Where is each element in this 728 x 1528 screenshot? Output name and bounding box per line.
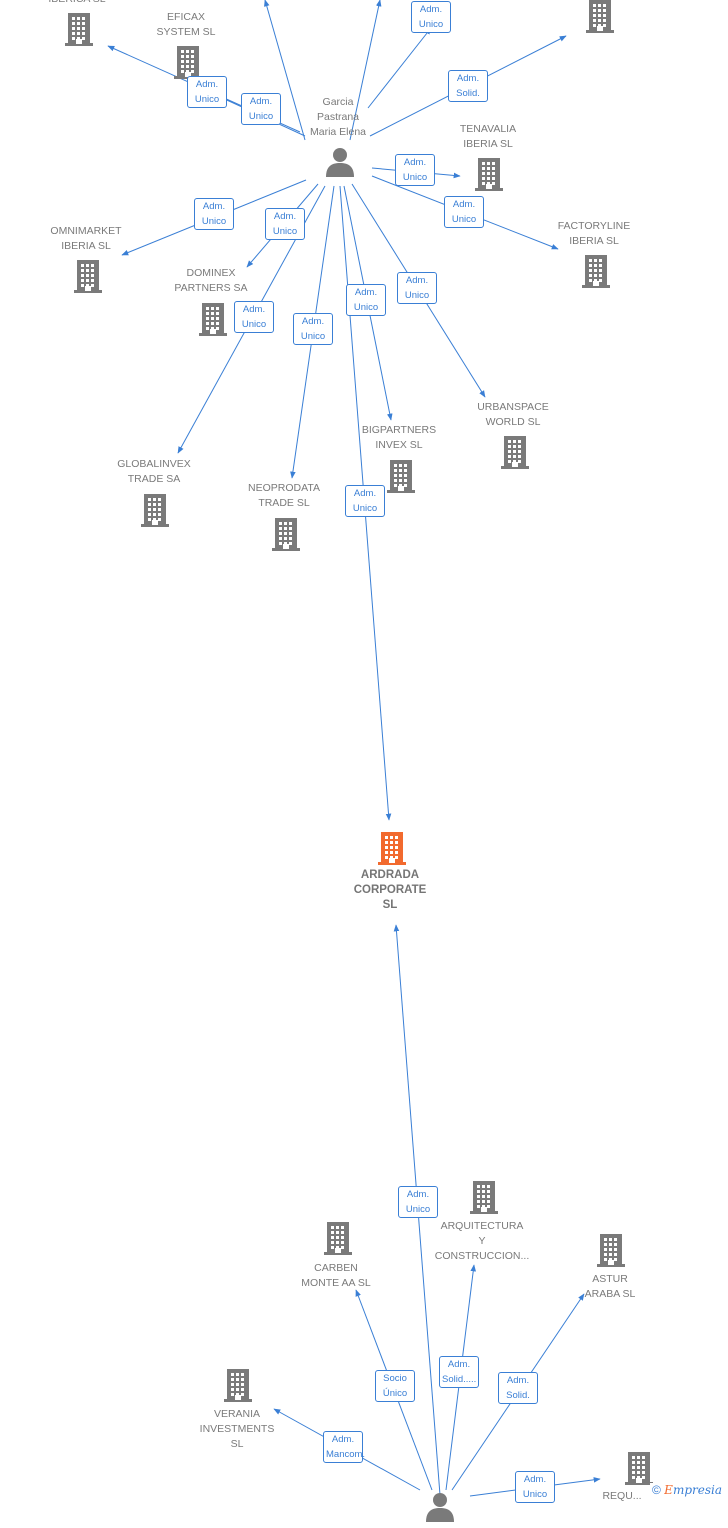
edge-label-e-dominex[interactable]: Adm. Unico (265, 208, 305, 240)
brand-logo-letter: E (664, 1483, 673, 1497)
company-label-arquitectura[interactable]: ARQUITECTURA Y CONSTRUCCION... (434, 1220, 530, 1262)
company-building-icon-dominex[interactable] (197, 302, 229, 336)
company-label-verania[interactable]: VERANIA INVESTMENTS SL (199, 1408, 275, 1450)
edge-label-e-eficax[interactable]: Adm. Unico (187, 76, 227, 108)
company-label-omnimarket[interactable]: OMNIMARKET IBERIA SL (50, 225, 122, 252)
edge-label-e-tenavalia[interactable]: Adm. Unico (395, 154, 435, 186)
company-building-icon-neoprodata[interactable] (270, 517, 302, 551)
company-label-carben[interactable]: CARBEN MONTE AA SL (301, 1262, 371, 1289)
edge-label-e-ardrada[interactable]: Adm. Unico (345, 485, 385, 517)
company-building-icon-requ[interactable] (623, 1451, 655, 1485)
company-building-icon-topright[interactable] (584, 0, 616, 33)
company-building-icon-factoryline[interactable] (580, 254, 612, 288)
company-label-urbanspace[interactable]: URBANSPACE WORLD SL (477, 401, 549, 428)
edge-label-e-arquitectura[interactable]: Adm. Solid..... (439, 1356, 479, 1388)
main-company-building-icon[interactable] (376, 831, 408, 865)
brand-name: mpresia (672, 1483, 722, 1497)
edge-label-e-neoprodata[interactable]: Adm. Unico (293, 313, 333, 345)
company-building-icon-eficax[interactable] (172, 45, 204, 79)
edge-label-e-requ[interactable]: Adm. Unico (515, 1471, 555, 1503)
company-building-icon-arquitectura[interactable] (468, 1180, 500, 1214)
company-label-requ[interactable]: REQU... (602, 1490, 642, 1502)
company-building-icon-omnimarket[interactable] (72, 259, 104, 293)
edge-label-e-bigpartners[interactable]: Adm. Unico (346, 284, 386, 316)
edge-label-e-top3[interactable]: Adm. Unico (411, 1, 451, 33)
edge-label-e-astur[interactable]: Adm. Solid. (498, 1372, 538, 1404)
edge-e-top3 (367, 27, 432, 109)
edge-e-top1 (264, 0, 306, 141)
company-building-icon-urbanspace[interactable] (499, 435, 531, 469)
person-icon[interactable] (324, 146, 356, 178)
main-company-label[interactable]: ARDRADA CORPORATE SL (353, 869, 427, 911)
company-building-icon-tenavalia[interactable] (473, 157, 505, 191)
edge-label-e-topright[interactable]: Adm. Solid. (448, 70, 488, 102)
edge-label-e-iberica[interactable]: Adm. Unico (241, 93, 281, 125)
edge-label-e-omnimarket[interactable]: Adm. Unico (194, 198, 234, 230)
edge-label-e-factoryline[interactable]: Adm. Unico (444, 196, 484, 228)
company-label-dominex[interactable]: DOMINEX PARTNERS SA (174, 267, 248, 294)
edge-label-e-carben[interactable]: Socio Único (375, 1370, 415, 1402)
company-building-icon-bigpartners[interactable] (385, 459, 417, 493)
company-building-icon-astur[interactable] (595, 1233, 627, 1267)
copyright-symbol: © (651, 1483, 661, 1497)
company-label-eficax[interactable]: EFICAX SYSTEM SL (156, 11, 216, 38)
company-label-bigpartners[interactable]: BIGPARTNERS INVEX SL (361, 424, 437, 451)
person-label[interactable]: Garcia Pastrana Maria Elena (309, 96, 367, 138)
company-label-factoryline[interactable]: FACTORYLINE IBERIA SL (557, 220, 631, 247)
edge-label-e-globalinvex[interactable]: Adm. Unico (234, 301, 274, 333)
company-building-icon-verania[interactable] (222, 1368, 254, 1402)
empresia-brand[interactable]: © Empresia (649, 1483, 724, 1497)
company-label-iberica[interactable]: IBERICA SL (7, 0, 147, 7)
company-building-icon-iberica[interactable] (63, 12, 95, 46)
company-label-tenavalia[interactable]: TENAVALIA IBERIA SL (459, 123, 517, 150)
edge-label-e-verania[interactable]: Adm. Mancom. (323, 1431, 365, 1463)
company-label-globalinvex[interactable]: GLOBALINVEX TRADE SA (117, 458, 191, 485)
company-building-icon-globalinvex[interactable] (139, 493, 171, 527)
edge-label-e-ardrada-bottom[interactable]: Adm. Unico (398, 1186, 438, 1218)
edge-e-top2 (349, 0, 382, 141)
edge-label-e-urbanspace[interactable]: Adm. Unico (397, 272, 437, 304)
bottom-person-icon[interactable] (424, 1491, 456, 1523)
company-label-neoprodata[interactable]: NEOPRODATA TRADE SL (248, 482, 320, 509)
company-building-icon-carben[interactable] (322, 1221, 354, 1255)
company-label-astur[interactable]: ASTUR ARABA SL (584, 1273, 636, 1300)
